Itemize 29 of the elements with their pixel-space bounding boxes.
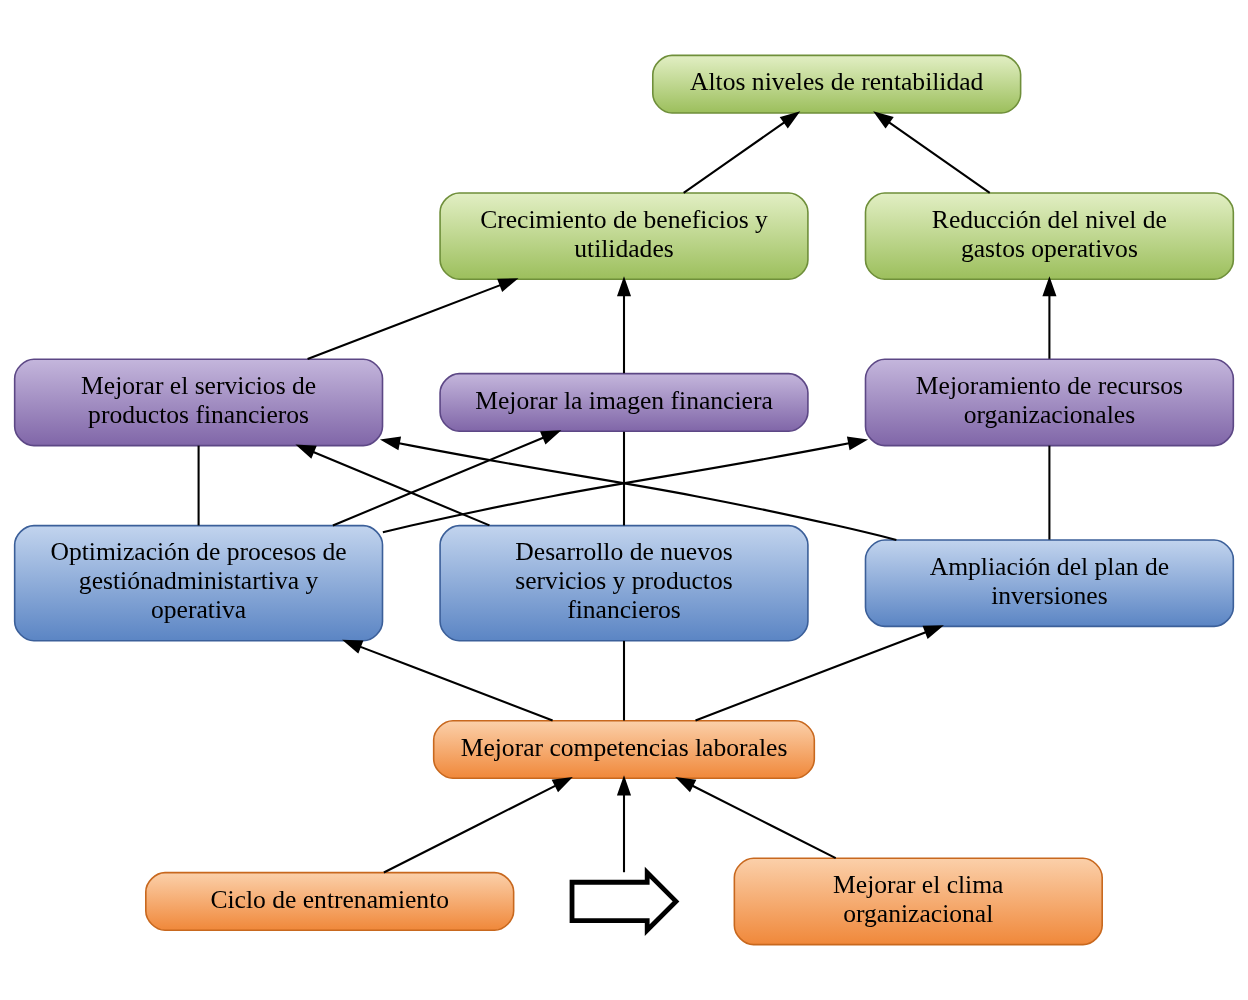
node-box: Reducción del nivel de gastos operativos <box>864 192 1235 281</box>
arrow <box>675 776 837 860</box>
arrow <box>332 430 562 527</box>
connector <box>197 445 200 526</box>
node-box: Desarrollo de nuevos servicios y productos financieros <box>439 524 809 642</box>
arrow <box>342 639 553 722</box>
connector <box>622 431 626 526</box>
node-box: Mejoramiento de recursos organizacionales <box>864 358 1235 447</box>
node-box: Ampliación del plan de inversiones <box>864 539 1235 628</box>
arrow <box>616 775 632 873</box>
arrow <box>307 278 519 361</box>
arrow <box>1042 276 1057 359</box>
arrow <box>683 111 801 194</box>
arrow <box>295 444 490 527</box>
node-box: Mejorar la imagen financiera <box>439 372 809 433</box>
node-box: Ciclo de entrenamiento <box>145 871 515 931</box>
connector <box>1048 445 1051 540</box>
arrow <box>616 276 632 374</box>
node-box: Optimización de procesos de gestiónadministartiva y operativa <box>13 524 384 642</box>
node-box: Altos niveles de rentabilidad <box>652 54 1022 114</box>
arrow <box>695 625 944 722</box>
connector <box>622 640 626 721</box>
node-box: Mejorar el clima organizacional <box>733 857 1103 946</box>
arrow <box>383 776 573 874</box>
arrow <box>873 111 991 194</box>
node-box: Mejorar el servicios de productos financieros <box>13 358 384 447</box>
node-box: Mejorar competencias laborales <box>432 719 816 780</box>
node-arrow <box>569 866 680 936</box>
node-box: Crecimiento de beneficios y utilidades <box>439 192 809 281</box>
